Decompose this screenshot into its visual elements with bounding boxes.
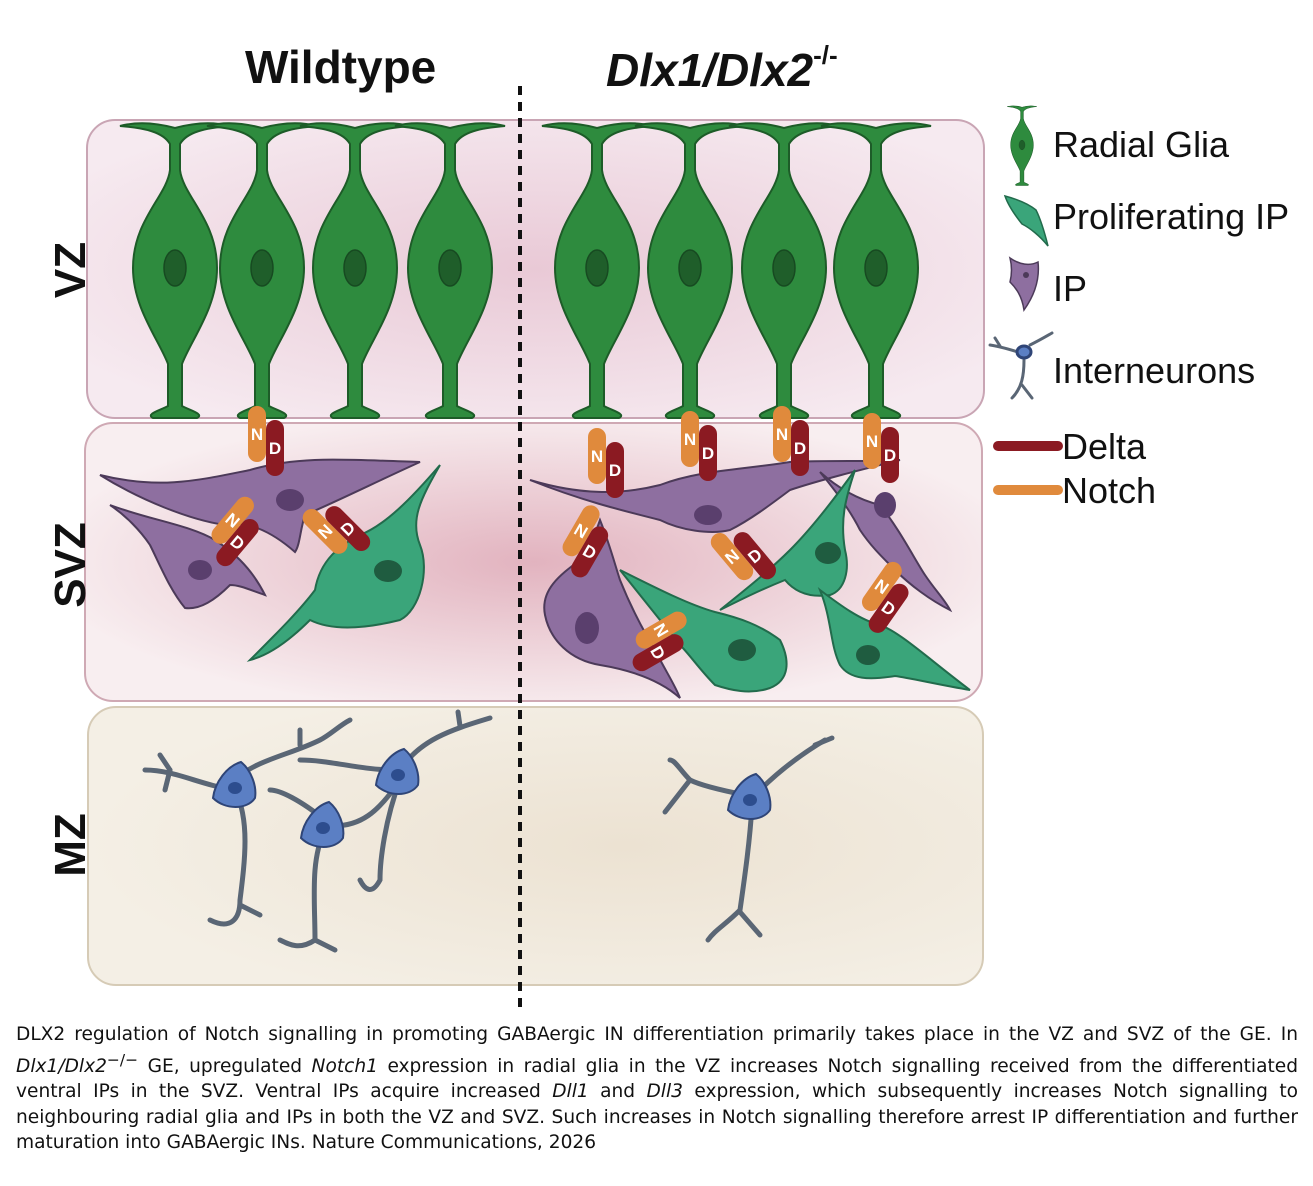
notch-pill (635, 611, 687, 649)
ip-cell (529, 459, 901, 533)
svz-label: SVZ (46, 522, 95, 608)
notch-pill (211, 496, 254, 544)
mutant-title-main: Dlx1/Dlx2 (606, 44, 814, 96)
legend-notch: Notch (1062, 470, 1157, 511)
mutant-title-sup: -/- (813, 40, 838, 70)
notch-delta-pair: ND (863, 413, 899, 483)
proliferating-ip-cell (619, 569, 788, 693)
caption-text: DLX2 regulation of Notch signalling in p… (16, 1024, 1298, 1045)
mz-zone (87, 706, 984, 986)
notch-delta-pair: ND (632, 611, 687, 672)
caption-text: expression, which subsequently increases… (16, 1081, 1298, 1154)
caption-gene: Dlx1/Dlx2 (16, 1055, 107, 1077)
legend-delta: Delta (1062, 426, 1147, 467)
radial-glia-legend-icon (1006, 105, 1038, 186)
notch-pill (588, 428, 606, 484)
notch-delta-pair: ND (773, 406, 809, 476)
delta-pill (733, 532, 777, 580)
delta-pill (699, 425, 717, 481)
delta-letter: D (269, 439, 281, 458)
caption-gene: Notch1 (311, 1055, 378, 1077)
notch-delta-pair: ND (248, 406, 284, 476)
vz-zone (86, 119, 985, 419)
caption-sup: −/− (106, 1050, 139, 1069)
notch-pill (773, 406, 791, 462)
notch-delta-pair: ND (681, 411, 717, 481)
interneuron-cell (662, 735, 835, 943)
delta-pill (632, 634, 684, 672)
caption-text: GE, upregulated (138, 1055, 312, 1077)
caption-text: expression in radial glia in the VZ incr… (16, 1055, 1298, 1103)
delta-letter: D (609, 461, 621, 480)
legend-ip: IP (1053, 268, 1088, 309)
delta-pill (881, 427, 899, 483)
delta-pill (325, 506, 371, 552)
notch-letter: N (866, 432, 878, 451)
delta-pill (266, 420, 284, 476)
mz-label: MZ (46, 813, 95, 877)
notch-pill (302, 508, 348, 554)
delta-pill (868, 583, 909, 633)
proliferating-ip-cell (719, 469, 856, 611)
delta-letter: D (884, 446, 896, 465)
legend-interneurons: Interneurons (1053, 350, 1256, 391)
wildtype-title: Wildtype (245, 41, 437, 93)
notch-delta-pair: ND (562, 505, 609, 578)
caption-gene: Dll3 (646, 1081, 683, 1103)
notch-pill (861, 561, 902, 612)
notch-delta-pair: ND (861, 561, 909, 633)
proliferating-ip-legend-icon (1003, 194, 1049, 247)
delta-pill (606, 442, 624, 498)
delta-pill (571, 526, 609, 578)
notch-pill (562, 505, 600, 557)
notch-pill (710, 532, 754, 581)
vz-label: VZ (46, 241, 95, 299)
legend-radial-glia: Radial Glia (1053, 124, 1230, 165)
mutant-title: Dlx1/Dlx2-/- (606, 40, 838, 97)
interneuron-legend-icon (988, 331, 1054, 400)
notch-delta-pair: ND (211, 496, 259, 567)
delta-pill (216, 519, 259, 567)
notch-pill (863, 413, 881, 469)
notch-letter: N (684, 430, 696, 449)
notch-pill (248, 406, 266, 462)
ip-cell (819, 471, 953, 613)
notch-delta-pair: ND (588, 428, 624, 498)
figure-caption: DLX2 regulation of Notch signalling in p… (16, 1022, 1298, 1156)
caption-gene: Dll1 (552, 1081, 589, 1103)
notch-letter: N (251, 425, 263, 444)
legend-proliferating-ip: Proliferating IP (1053, 196, 1290, 237)
delta-pill (791, 420, 809, 476)
notch-letter: N (591, 447, 603, 466)
delta-letter: D (794, 439, 806, 458)
ip-cell (109, 504, 267, 610)
notch-pill (681, 411, 699, 467)
delta-letter: D (702, 444, 714, 463)
caption-text: and (588, 1081, 647, 1103)
notch-letter: N (776, 425, 788, 444)
ip-legend-icon (1008, 256, 1040, 312)
